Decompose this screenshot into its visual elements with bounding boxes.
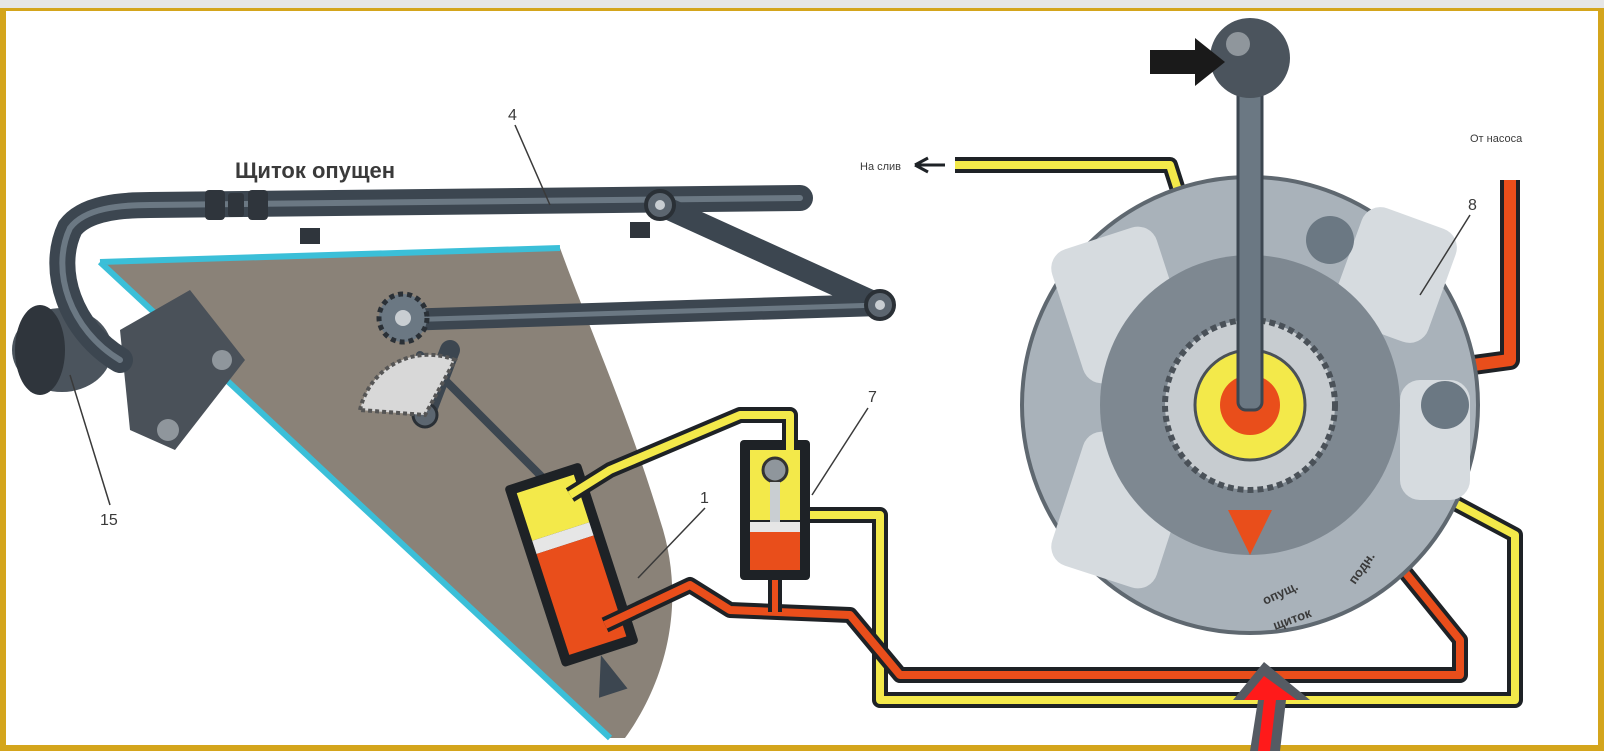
diagram-title: Щиток опущен [235, 158, 395, 183]
rod-couplings [205, 190, 650, 244]
actuator-cylinder-1 [505, 463, 638, 698]
callout-15: 15 [100, 512, 118, 529]
callout-8: 8 [1468, 197, 1477, 214]
top-strip [0, 0, 1604, 8]
callout-7-leader [811, 407, 869, 496]
from-pump-label: От насоса [1470, 133, 1523, 145]
callout-4: 4 [508, 107, 517, 124]
wing-panel [100, 248, 673, 738]
pointer-arrow-icon [1233, 662, 1310, 751]
gear-sector [357, 291, 458, 418]
valve-7 [740, 440, 810, 580]
callout-15-leader [69, 374, 111, 506]
drain-label: На слив [860, 161, 901, 173]
push-arrow-icon [1150, 38, 1225, 86]
callout-4-leader [514, 124, 551, 206]
callout-1: 1 [700, 490, 709, 507]
callout-8-leader [1419, 214, 1471, 296]
control-lever [1210, 18, 1290, 412]
drain-arrow [914, 156, 945, 174]
callout-1-leader [637, 507, 706, 579]
callout-7: 7 [868, 389, 877, 406]
